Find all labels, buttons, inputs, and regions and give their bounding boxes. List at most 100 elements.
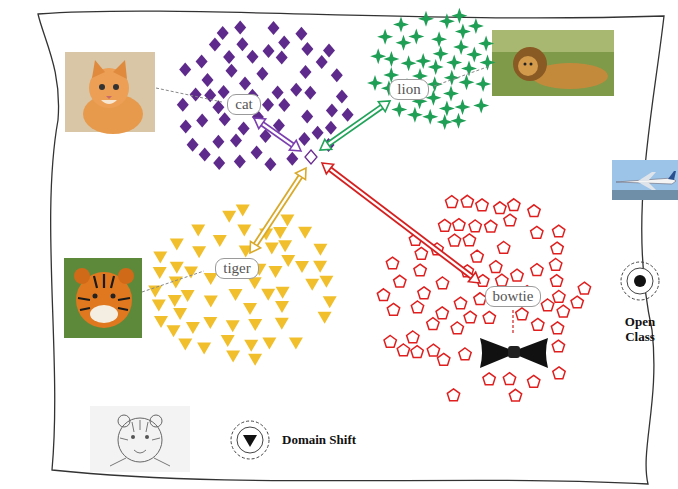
feature-point [454, 297, 466, 309]
leader-line [512, 310, 513, 334]
feature-point [508, 199, 520, 211]
arrow-head [254, 118, 266, 129]
bowtie-photo [480, 338, 548, 368]
feature-point [471, 250, 483, 262]
feature-point [237, 225, 251, 237]
feature-point [401, 55, 417, 71]
feature-point [323, 44, 335, 58]
class-label: lion [397, 81, 420, 97]
feature-point [229, 289, 243, 301]
feature-point [415, 247, 427, 259]
feature-point [295, 27, 307, 41]
cat-nose [106, 96, 112, 99]
feature-point [180, 120, 192, 134]
arrow-shaft [327, 106, 384, 146]
query-point [305, 150, 317, 164]
feature-point [264, 157, 276, 171]
feature-point [226, 351, 240, 363]
feature-point [305, 279, 319, 291]
feature-point [496, 274, 508, 286]
feature-point [446, 196, 458, 208]
feature-point [386, 257, 398, 269]
feature-point [459, 348, 471, 360]
feature-point [494, 202, 506, 214]
feature-point [451, 322, 463, 334]
feature-point [528, 375, 540, 387]
feature-point [461, 61, 477, 77]
photo-ground [492, 30, 614, 96]
feature-point [411, 346, 423, 358]
feature-point [444, 70, 460, 86]
feature-point [192, 246, 206, 258]
feature-point [418, 287, 430, 299]
dot-marker [634, 275, 646, 287]
feature-point [427, 318, 439, 330]
feature-point [553, 225, 565, 237]
feature-point [226, 320, 240, 332]
class-label-box: tiger [215, 258, 259, 279]
feature-point [280, 214, 294, 226]
feature-point [262, 338, 276, 350]
feature-point [407, 331, 419, 343]
triangle-marker [243, 435, 257, 447]
feature-point [272, 85, 284, 99]
feature-point [447, 389, 459, 401]
arrow-shaft-core [327, 106, 384, 146]
arrow-head [295, 168, 306, 180]
feature-point [323, 296, 337, 308]
lion-eye [530, 63, 533, 66]
feature-point [439, 13, 455, 29]
airplane-photo [612, 160, 678, 200]
feature-point [431, 31, 447, 47]
feature-point [325, 121, 337, 135]
feature-point [459, 74, 475, 90]
feature-point [551, 242, 563, 254]
feature-point [298, 132, 310, 146]
tiger-stripes [78, 274, 130, 310]
cat-photo [65, 52, 155, 134]
feature-point [331, 68, 343, 82]
feature-point [504, 214, 516, 226]
feature-point [219, 112, 231, 126]
tiger-sketch [90, 406, 190, 472]
feature-point [199, 148, 211, 162]
feature-point [154, 316, 168, 328]
feature-point [276, 50, 288, 64]
feature-point [148, 285, 162, 297]
sketch-ear [150, 415, 162, 427]
feature-point [475, 76, 491, 92]
feature-point [236, 37, 248, 51]
feature-point [552, 340, 564, 352]
feature-point [384, 336, 396, 348]
feature-point [453, 219, 465, 231]
annotation-label: Domain Shift [282, 432, 356, 447]
class-label: bowtie [493, 288, 534, 304]
feature-point [298, 227, 312, 239]
arrow-head [378, 101, 390, 112]
feature-point [550, 259, 562, 271]
ring [237, 427, 263, 453]
feature-point [265, 243, 279, 255]
feature-point [286, 152, 298, 166]
feature-point [316, 55, 328, 69]
class-label: cat [235, 96, 252, 112]
arrow-head [289, 140, 301, 151]
feature-point [290, 83, 302, 97]
sketch-ground [90, 406, 190, 472]
feature-point [213, 235, 227, 247]
open-class-symbol [621, 262, 659, 300]
feature-point [428, 59, 444, 75]
feature-point [326, 104, 338, 118]
arrow-shaft-core [254, 175, 301, 247]
dashed-ring [231, 421, 269, 459]
feature-point [248, 277, 262, 289]
feature-point [531, 264, 543, 276]
feature-point [234, 155, 246, 169]
arrow-head [468, 272, 480, 283]
feature-point [370, 48, 386, 64]
feature-point [202, 73, 214, 87]
feature-point [273, 227, 287, 239]
airplane-tail [668, 171, 676, 180]
feature-point [436, 277, 448, 289]
